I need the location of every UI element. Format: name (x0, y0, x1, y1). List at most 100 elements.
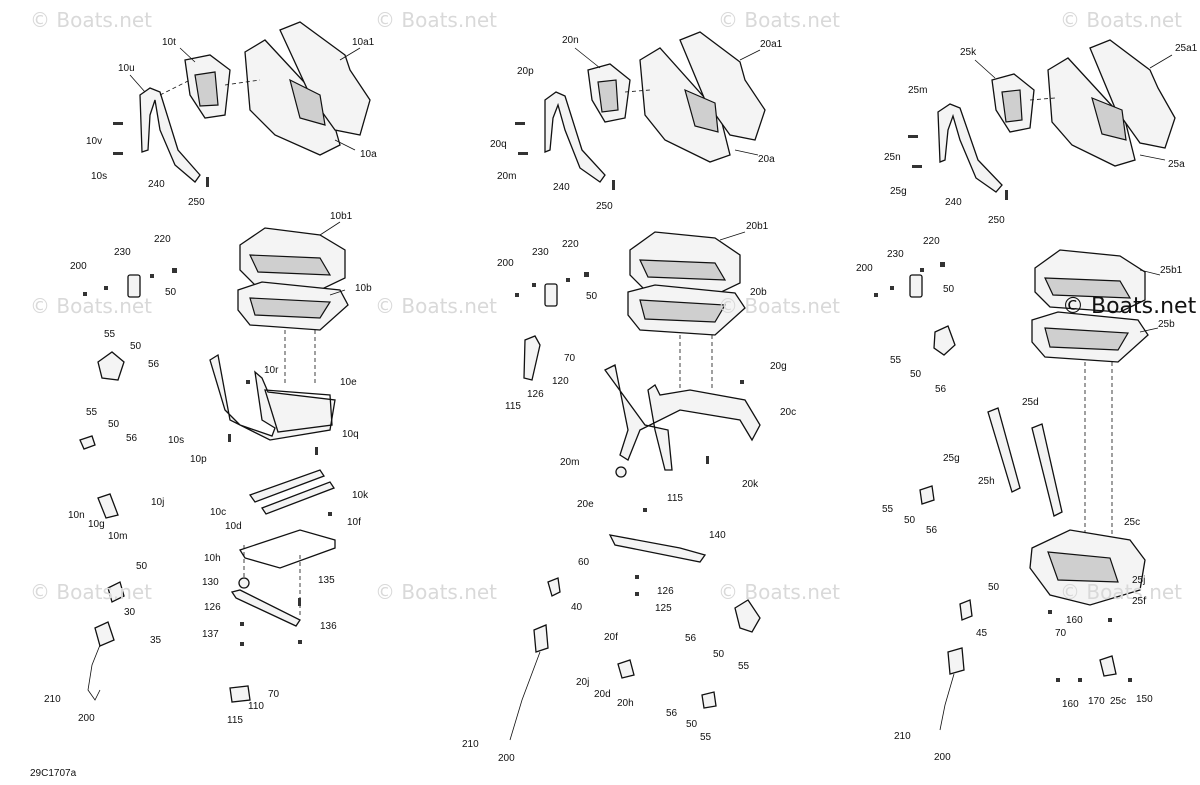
callout-label: 220 (923, 236, 940, 247)
watermark: © Boats.net (1060, 580, 1183, 604)
callout-label: 240 (553, 182, 570, 193)
watermark: © Boats.net (30, 294, 153, 318)
callout-label: 25b (1158, 319, 1175, 330)
callout-label: 10j (151, 497, 165, 508)
callout-label: 125 (655, 603, 672, 614)
callout-label: 25g (890, 186, 907, 197)
callout-label: 126 (204, 602, 221, 613)
callout-label: 240 (945, 197, 962, 208)
callout-label: 25a (1168, 159, 1185, 170)
callout-label: 200 (934, 752, 951, 763)
callout-label: 10t (162, 37, 176, 48)
callout-label: 45 (976, 628, 988, 639)
right-seat-back-assembly (908, 39, 1176, 200)
watermark: © Boats.net (375, 294, 498, 318)
callout-label: 56 (148, 359, 160, 370)
callout-label: 210 (462, 739, 479, 750)
callout-label: 10c (210, 507, 227, 518)
callout-label: 25b1 (1160, 265, 1183, 276)
callout-label: 10v (86, 136, 103, 147)
callout-label: 10a1 (352, 37, 375, 48)
callout-label: 30 (124, 607, 136, 618)
callout-label: 56 (935, 384, 947, 395)
watermark: © Boats.net (30, 8, 153, 32)
callout-label: 10f (347, 517, 361, 528)
callout-label: 10b1 (330, 211, 353, 222)
callout-label: 20m (560, 457, 580, 468)
callout-label: 20n (562, 35, 579, 46)
callout-label: 160 (1066, 615, 1083, 626)
callout-label: 55 (86, 407, 98, 418)
callout-label: 25k (960, 47, 977, 58)
callout-label: 10a (360, 149, 377, 160)
callout-label: 240 (148, 179, 165, 190)
callout-label: 20f (604, 632, 618, 643)
callout-label: 220 (562, 239, 579, 250)
watermark-large: © Boats.net (1062, 294, 1197, 319)
callout-label: 50 (713, 649, 725, 660)
callout-label: 50 (910, 369, 922, 380)
callout-label: 10p (190, 454, 207, 465)
callout-label: 200 (70, 261, 87, 272)
callout-label: 50 (686, 719, 698, 730)
callout-label: 25d (1022, 397, 1039, 408)
callout-label: 210 (44, 694, 61, 705)
callout-label: 135 (318, 575, 335, 586)
callout-label: 126 (657, 586, 674, 597)
callout-label: 25h (978, 476, 995, 487)
watermark: © Boats.net (718, 580, 841, 604)
callout-label: 70 (564, 353, 576, 364)
callout-label: 10g (88, 519, 105, 530)
callout-label: 115 (667, 493, 683, 504)
callout-label: 250 (596, 201, 613, 212)
callout-label: 20g (770, 361, 787, 372)
callout-label: 20e (577, 499, 594, 510)
callout-label: 115 (505, 401, 521, 412)
drawing-code: 29C1707a (30, 768, 77, 779)
callout-label: 10h (204, 553, 221, 564)
callout-label: 50 (108, 419, 120, 430)
leader-lines (129, 47, 1173, 333)
callout-label: 20b (750, 287, 767, 298)
callout-label: 50 (943, 284, 955, 295)
callout-label: 10s (168, 435, 185, 446)
watermark: © Boats.net (375, 580, 498, 604)
callout-label: 25f (1132, 596, 1146, 607)
callout-label: 10q (342, 429, 359, 440)
callout-label: 25a1 (1175, 43, 1198, 54)
callout-label: 200 (856, 263, 873, 274)
callout-label: 25n (884, 152, 901, 163)
callout-label: 137 (202, 629, 219, 640)
callout-label: 126 (527, 389, 544, 400)
callout-label: 10k (352, 490, 369, 501)
callout-label: 25g (943, 453, 960, 464)
callout-label: 10n (68, 510, 85, 521)
callout-label: 10m (108, 531, 128, 542)
callout-label: 20q (490, 139, 507, 150)
watermark: © Boats.net (718, 294, 841, 318)
watermark: © Boats.net (1060, 8, 1183, 32)
callout-label: 40 (571, 602, 583, 613)
callout-label: 20a1 (760, 39, 783, 50)
callout-label: 250 (988, 215, 1005, 226)
middle-seat-cushion-assembly (509, 231, 761, 741)
callout-label: 25m (908, 85, 928, 96)
left-seat-cushion-assembly (79, 227, 349, 703)
callout-label: 10d (225, 521, 242, 532)
callout-label: 55 (104, 329, 116, 340)
callout-label: 110 (248, 701, 264, 712)
callout-label: 230 (532, 247, 549, 258)
callout-label: 250 (188, 197, 205, 208)
callout-label: 50 (136, 561, 148, 572)
callout-label: 20c (780, 407, 797, 418)
callout-label: 200 (497, 258, 514, 269)
callout-label: 220 (154, 234, 171, 245)
callout-label: 25c (1124, 517, 1141, 528)
callout-label: 20h (617, 698, 634, 709)
callout-label: 55 (738, 661, 750, 672)
callout-label: 20j (576, 677, 590, 688)
callout-label: 200 (78, 713, 95, 724)
callout-label: 56 (126, 433, 138, 444)
